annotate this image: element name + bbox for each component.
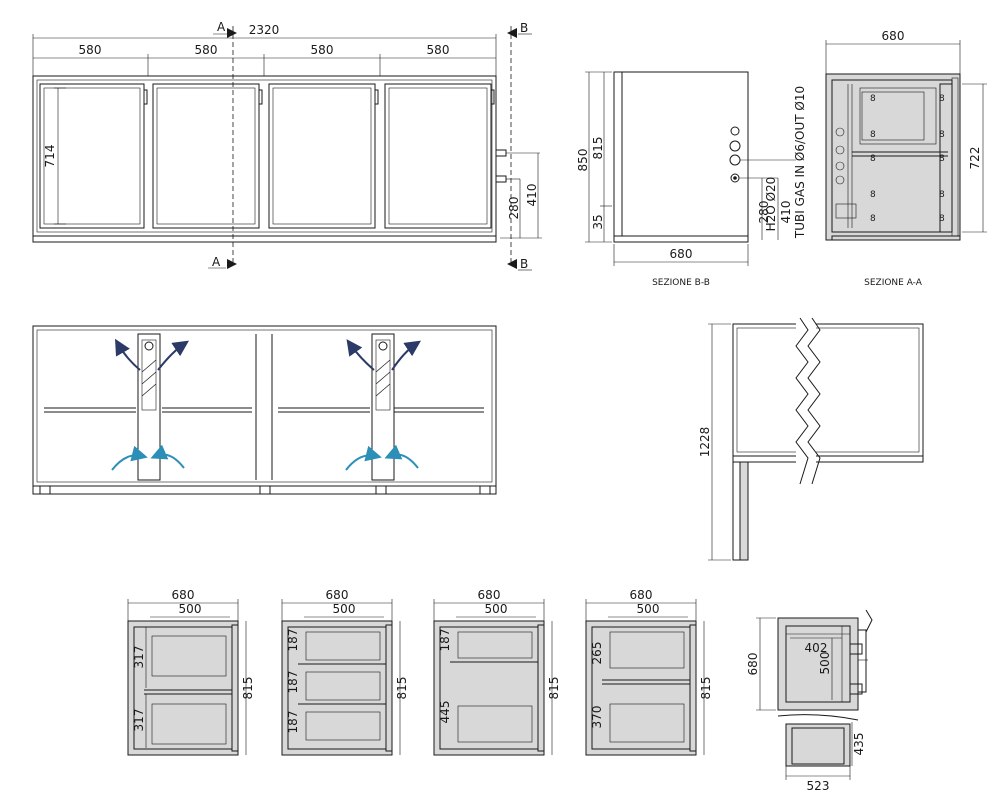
rear-view	[32, 325, 497, 495]
config2-d2: 187	[286, 671, 300, 694]
drawer-h500: 500	[818, 652, 832, 675]
svg-text:8: 8	[870, 190, 876, 200]
config1-width: 680	[172, 588, 195, 602]
svg-text:8: 8	[870, 214, 876, 224]
config1-d2: 317	[132, 709, 146, 732]
config-2: 680 500 187 187 187 815	[281, 588, 409, 756]
drawer-h435: 435	[852, 733, 866, 756]
drawer-w523: 523	[807, 779, 830, 793]
dim-seg-4: 580	[427, 43, 450, 57]
side-view: 1228	[698, 316, 924, 561]
config4-d1: 265	[590, 642, 604, 665]
section-bb-view: 850 815 35 680 280 H2O Ø20 410 TUBI GAS …	[576, 71, 807, 288]
dim-bb-680: 680	[670, 247, 693, 261]
drawer-h680: 680	[746, 653, 760, 676]
config1-height: 815	[241, 677, 255, 700]
drawer-w402: 402	[805, 641, 828, 655]
dim-bb-410: 410	[779, 201, 793, 224]
config4-d2: 370	[590, 706, 604, 729]
dim-bb-35: 35	[591, 214, 605, 229]
dim-seg-1: 580	[79, 43, 102, 57]
dim-inner-height: 714	[43, 145, 57, 168]
config3-height: 815	[547, 677, 561, 700]
config-1: 680 500 317 317 815	[127, 588, 255, 756]
svg-text:8: 8	[939, 94, 945, 104]
dim-total-width: 2320	[249, 23, 280, 37]
dim-fitting-410: 410	[525, 184, 539, 207]
svg-text:8: 8	[870, 94, 876, 104]
dim-side-1228: 1228	[698, 427, 712, 458]
label-gas-pipes: TUBI GAS IN Ø6/OUT Ø10	[793, 86, 807, 239]
section-a-bottom: A	[212, 255, 221, 269]
dim-bb-850: 850	[576, 149, 590, 172]
drawer-detail: 680 402 500 435 523	[746, 609, 873, 793]
section-b-top: B	[520, 21, 528, 35]
dim-bb-815: 815	[591, 137, 605, 160]
svg-text:8: 8	[939, 214, 945, 224]
section-bb-title: SEZIONE B-B	[652, 278, 710, 288]
config4-width: 680	[630, 588, 653, 602]
label-h2o: H2O Ø20	[764, 177, 778, 232]
config2-width: 680	[326, 588, 349, 602]
config2-d3: 187	[286, 711, 300, 734]
config4-height: 815	[699, 677, 713, 700]
config2-inner: 500	[333, 602, 356, 616]
config-3: 680 500 187 445 815	[433, 588, 561, 756]
config2-d1: 187	[286, 629, 300, 652]
dim-seg-3: 580	[311, 43, 334, 57]
config4-inner: 500	[637, 602, 660, 616]
dim-fitting-280: 280	[507, 197, 521, 220]
svg-text:8: 8	[870, 130, 876, 140]
dim-bb-280: 280	[757, 201, 771, 224]
config-4: 680 500 265 370 815	[585, 588, 713, 756]
section-b-bottom: B	[520, 257, 528, 271]
svg-text:8: 8	[939, 190, 945, 200]
section-a-top: A	[217, 20, 226, 34]
dim-aa-722: 722	[968, 147, 982, 170]
svg-text:8: 8	[939, 154, 945, 164]
config3-d1: 187	[438, 629, 452, 652]
dim-aa-680: 680	[882, 29, 905, 43]
svg-text:8: 8	[939, 130, 945, 140]
section-aa-title: SEZIONE A-A	[864, 278, 923, 288]
front-view: 2320 580 580 580 580 714	[32, 20, 542, 271]
config3-d2: 445	[438, 701, 452, 724]
config2-height: 815	[395, 677, 409, 700]
config3-inner: 500	[485, 602, 508, 616]
section-aa-view: 680 8 8 8 8 8 8 8 8 8 8 722 SEZIONE A-A	[825, 29, 987, 288]
config3-width: 680	[478, 588, 501, 602]
config1-inner: 500	[179, 602, 202, 616]
config1-d1: 317	[132, 646, 146, 669]
svg-text:8: 8	[870, 154, 876, 164]
dim-seg-2: 580	[195, 43, 218, 57]
